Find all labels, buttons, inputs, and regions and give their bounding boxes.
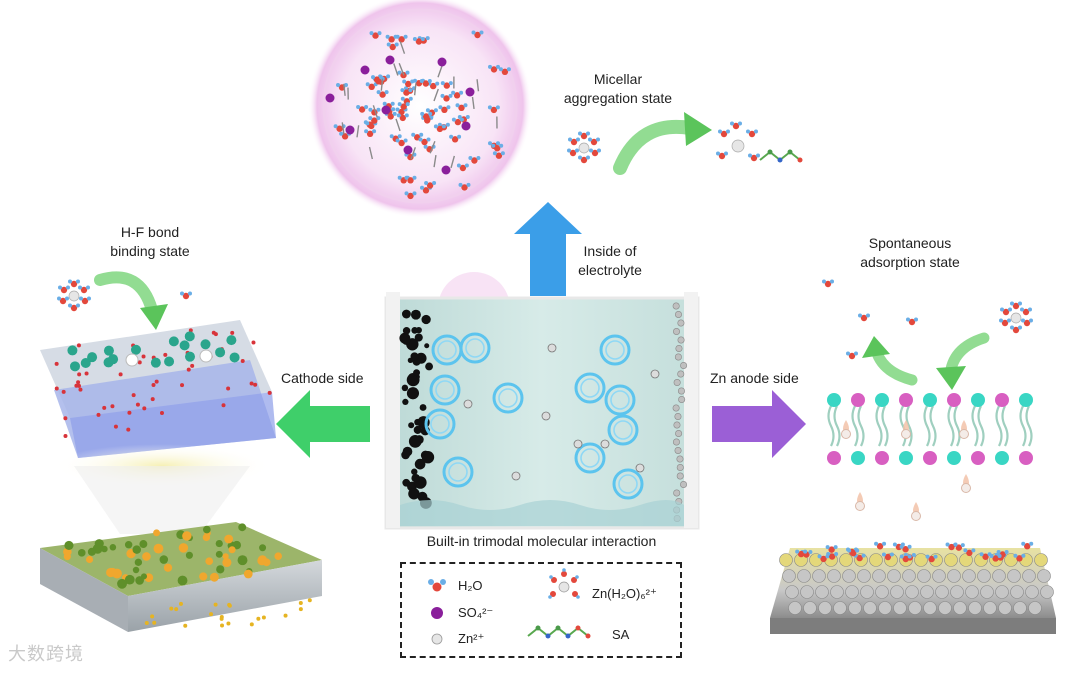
anode-side-label: Zn anode side <box>710 370 799 386</box>
diagram-caption: Built-in trimodal molecular interaction <box>426 533 657 549</box>
legend-zn: Zn²⁺ <box>458 631 485 646</box>
inside-electrolyte-label: Inside of electrolyte <box>578 243 642 278</box>
micellar-zn-complex-after <box>716 121 803 163</box>
micelle-illustration <box>308 0 532 218</box>
spontaneous-label: Spontaneous adsorption state <box>860 235 960 270</box>
micellar-zn-complex-before <box>567 132 601 164</box>
micellar-curved-arrow <box>613 112 712 175</box>
h2o-icon <box>428 579 446 592</box>
up-arrow <box>514 202 582 296</box>
legend-zn-complex: Zn(H₂O)₆²⁺ <box>592 586 657 601</box>
micellar-label: Micellar aggregation state <box>563 71 673 106</box>
sa-molecule-icon <box>527 625 591 639</box>
legend-sa: SA <box>612 627 630 642</box>
sulfate-icon <box>431 607 443 619</box>
legend-h2o: H₂O <box>458 578 483 593</box>
zn-hydrate-icon <box>548 568 580 599</box>
anode-arrow <box>712 390 806 458</box>
anode-illustration <box>770 279 1056 634</box>
cathode-illustration <box>40 271 322 632</box>
watermark: 大数跨境 <box>8 644 84 664</box>
zn-ion-icon <box>431 633 443 645</box>
legend-so4: SO₄²⁻ <box>458 605 494 620</box>
legend-box: H₂O SO₄²⁻ Zn²⁺ Zn(H₂O)₆²⁺ SA <box>400 562 682 658</box>
hf-bond-label: H-F bond binding state <box>110 224 190 259</box>
cathode-side-label: Cathode side <box>281 370 364 386</box>
cathode-arrow <box>276 390 370 458</box>
electrolyte-cell <box>384 272 700 530</box>
